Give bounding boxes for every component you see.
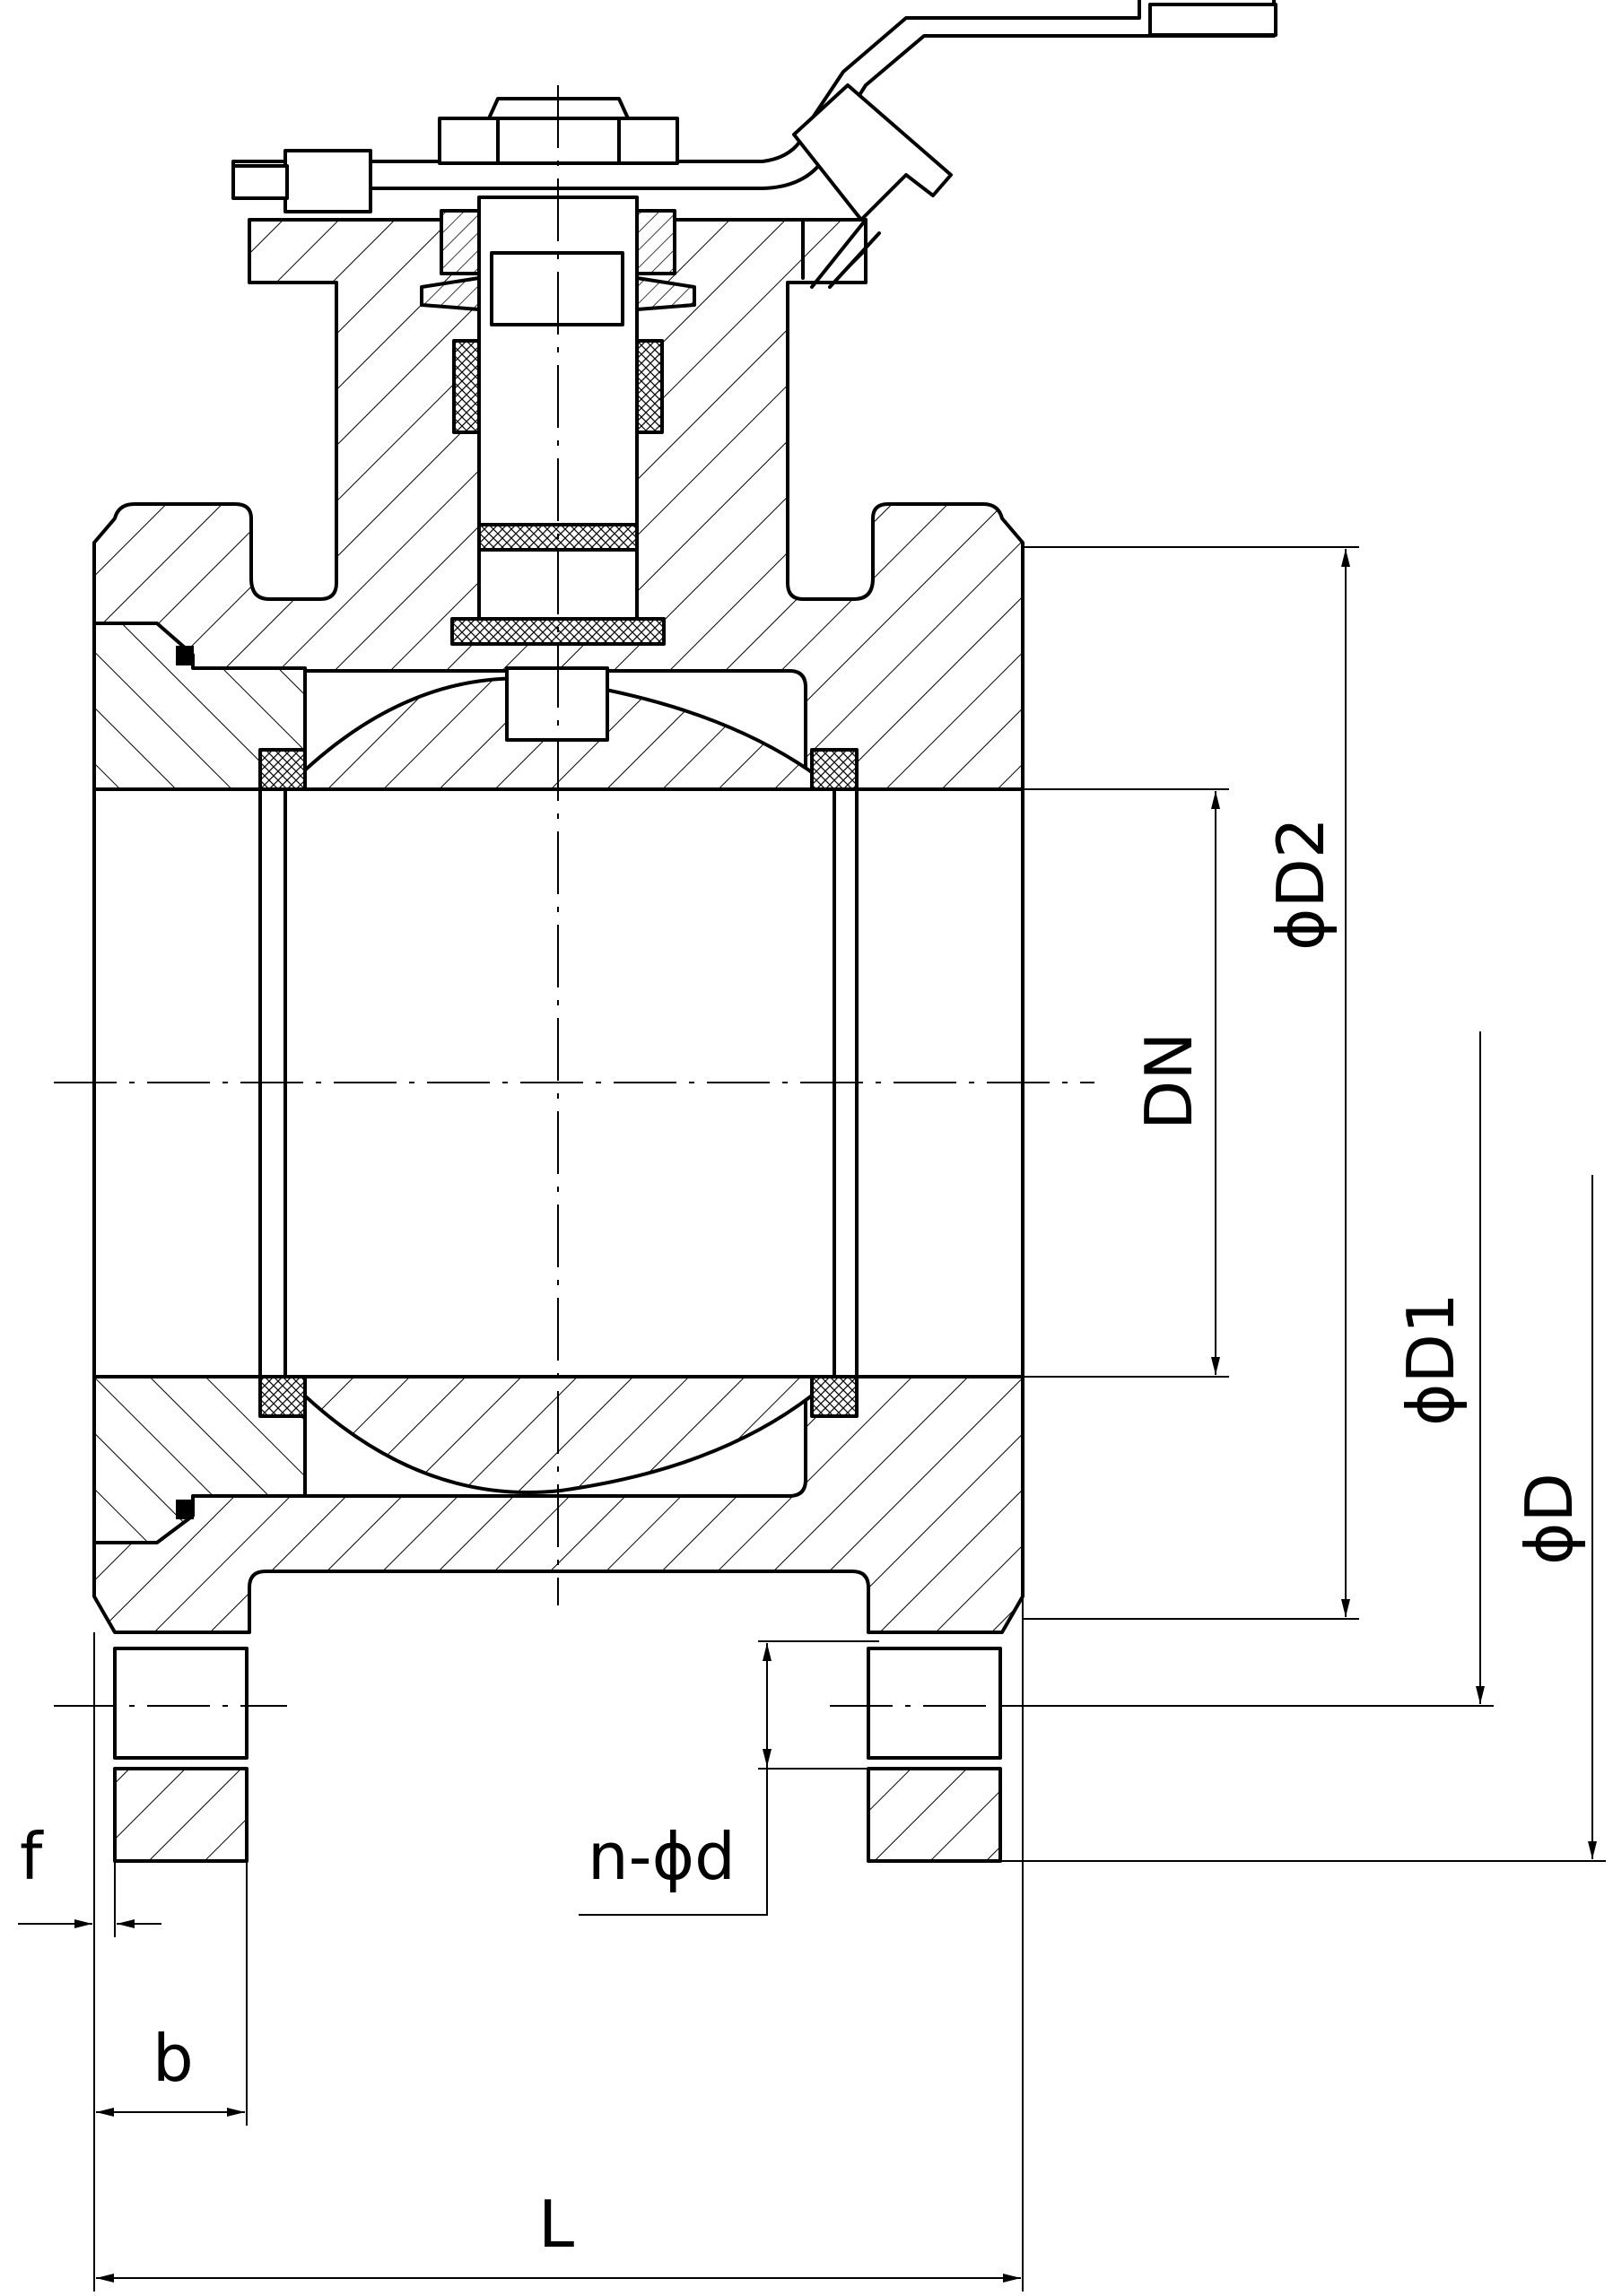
- packing-right: [635, 339, 664, 434]
- gland-right: [635, 209, 676, 275]
- flange-ear-right-bottom: [867, 1767, 1002, 1863]
- leader-hole: [579, 1767, 768, 1916]
- packing-left: [452, 339, 481, 434]
- stem-nut-chamfers: [496, 117, 621, 165]
- seat-left-bottom: [258, 1375, 307, 1418]
- belleville-washer: [420, 276, 696, 311]
- handle-plate: [231, 0, 1276, 190]
- seat-right-bottom: [810, 1375, 859, 1418]
- label-holes: n-ϕd: [588, 1819, 736, 1894]
- flange-ear-left-bottom: [113, 1767, 248, 1863]
- label-d: ϕD: [1512, 1473, 1587, 1565]
- flange-ear-left-top: [113, 1647, 248, 1760]
- o-ring-upper: [176, 646, 194, 665]
- o-ring-lower: [176, 1500, 194, 1519]
- ball-cap-lower: [283, 1375, 836, 1494]
- lock-tab: [792, 83, 953, 222]
- label-f: f: [20, 1819, 44, 1894]
- label-b: b: [153, 2021, 194, 2096]
- seat-left-top: [258, 748, 307, 791]
- lock-plate-left: [283, 149, 372, 213]
- gland-left: [440, 209, 481, 275]
- plate-rod-left: [231, 164, 289, 200]
- seat-right-top: [810, 748, 859, 791]
- flange-ear-right-top: [867, 1647, 1002, 1760]
- label-d1: ϕD1: [1393, 1292, 1469, 1426]
- lock-arm: [801, 218, 881, 289]
- label-l: L: [538, 2187, 574, 2262]
- label-d2: ϕD2: [1263, 817, 1338, 951]
- handle-grip-end: [1148, 3, 1277, 37]
- label-dn: DN: [1131, 1032, 1207, 1130]
